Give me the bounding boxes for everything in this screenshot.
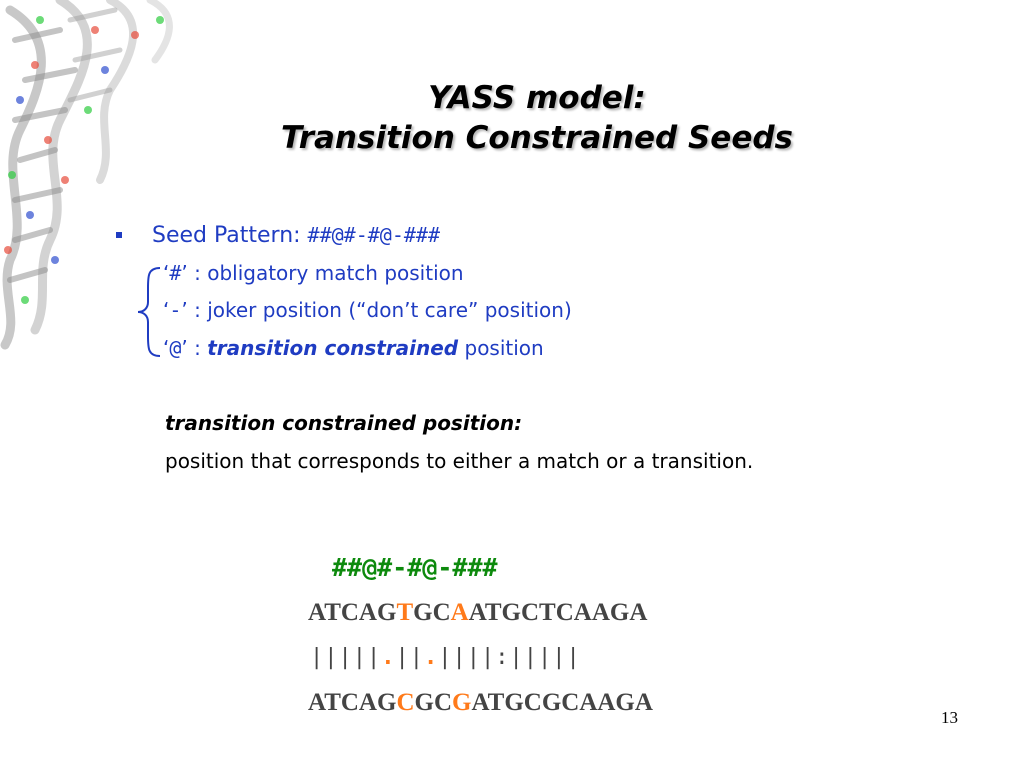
note-heading: transition constrained position: xyxy=(165,411,523,435)
example-sequence-1: ATCAGTGCAATGCTCAAGA xyxy=(308,599,648,626)
definition-obligatory-match: ‘#’ : obligatory match position xyxy=(163,261,464,285)
left-brace-icon xyxy=(137,267,161,357)
transition-base: A xyxy=(450,599,469,626)
definition-joker-position: ‘-’ : joker position (“don’t care” posit… xyxy=(163,298,572,322)
dna-molecule-decoration xyxy=(0,0,173,350)
example-sequence-2: ATCAGCGCGATGCGCAAGA xyxy=(308,689,653,716)
slide-title-line1: YASS model: xyxy=(428,80,646,116)
square-bullet-icon xyxy=(116,232,122,238)
transition-base: T xyxy=(396,599,414,626)
example-seed-pattern: ##@#-#@-### xyxy=(332,553,498,582)
page-number: 13 xyxy=(941,708,958,727)
symbol-hash: # xyxy=(169,261,182,285)
note-body: position that corresponds to either a ma… xyxy=(165,449,754,473)
seed-pattern-value: ##@#-#@-### xyxy=(307,223,440,247)
symbol-dash: - xyxy=(169,298,182,322)
definition-transition-constrained: ‘@’ : transition constrained position xyxy=(163,336,544,360)
slide-title-line2: Transition Constrained Seeds xyxy=(280,120,793,156)
seed-pattern-label: Seed Pattern: xyxy=(152,223,308,248)
alignment-match-line: |||||.||.||||:||||| xyxy=(310,645,581,670)
transition-base: C xyxy=(396,689,415,716)
transition-base: G xyxy=(452,689,472,716)
symbol-at: @ xyxy=(169,336,182,360)
